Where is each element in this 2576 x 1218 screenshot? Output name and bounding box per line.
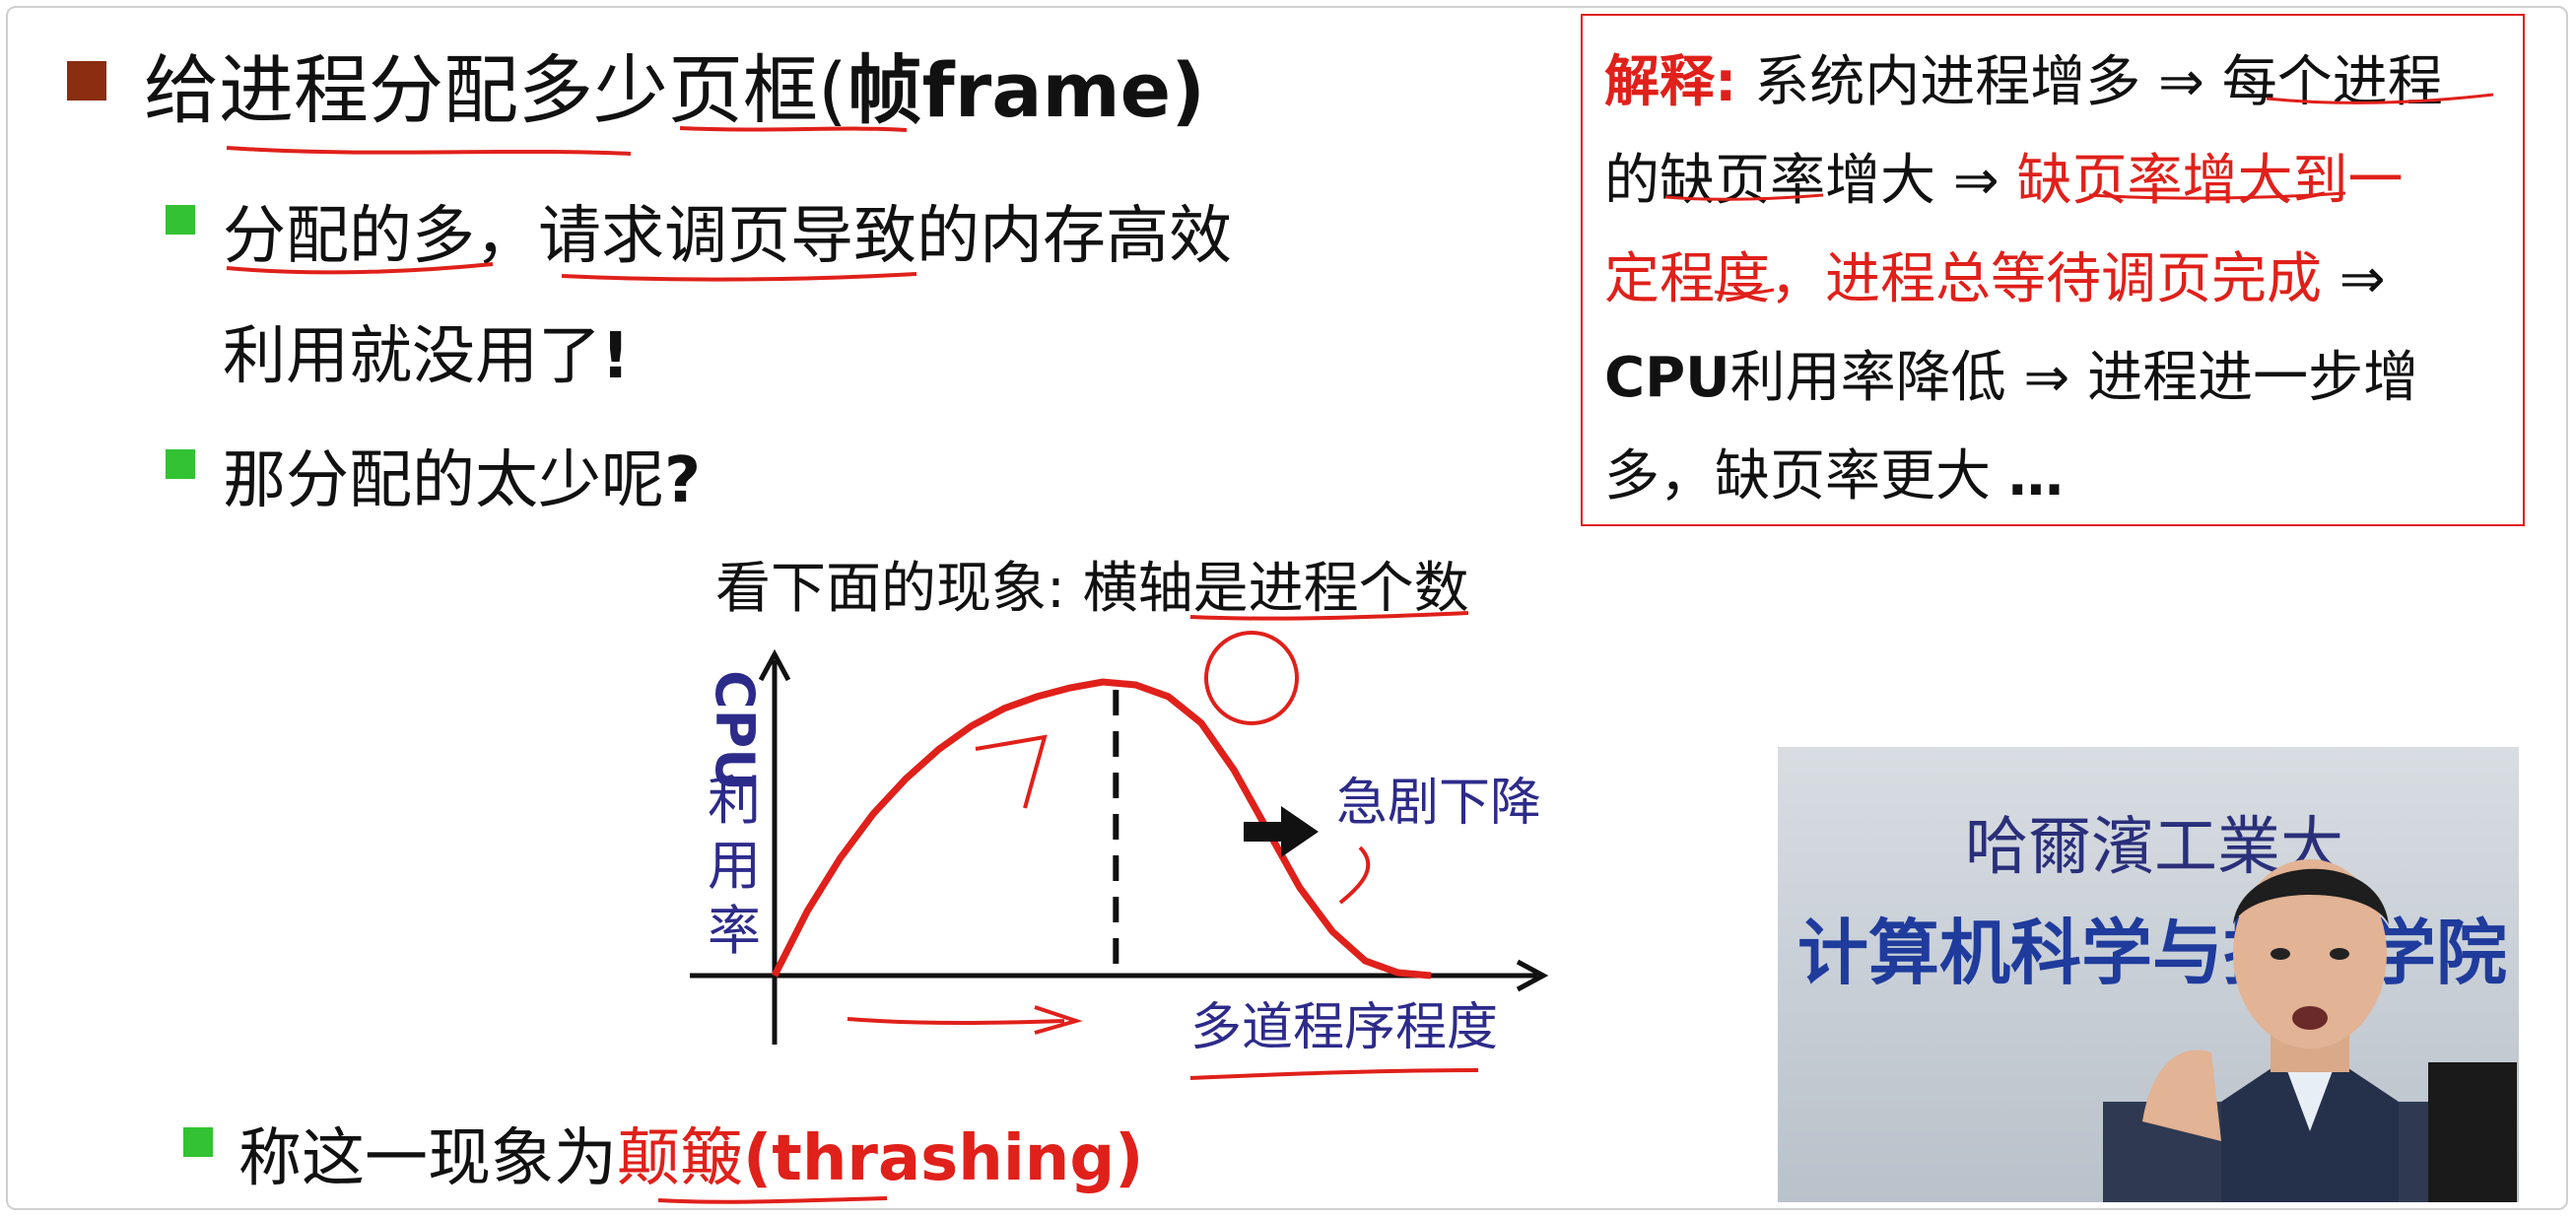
note-line-2: 的缺页率增大 ⇒ 缺页率增大到一: [1604, 149, 2404, 213]
pen-underline: [226, 262, 494, 275]
bullet-2: 那分配的太少呢?: [223, 444, 702, 517]
pen-underline: [561, 272, 917, 282]
pen-underline: [1189, 611, 1469, 621]
pen-underline: [226, 146, 632, 156]
bullet-1-line-1: 分配的多，请求调页导致的内存高效: [223, 200, 1232, 273]
bullet-1-line-2: 利用就没用了!: [223, 320, 631, 393]
pen-underline: [1714, 288, 1775, 296]
y-axis-label: CPU 利用率: [704, 670, 766, 962]
note-line-3: 定程度，进程总等待调页完成 ⇒: [1604, 247, 2386, 311]
bullet-icon: [183, 1127, 213, 1157]
pen-underline: [1189, 1068, 1479, 1080]
pen-arrow-stroke: [847, 1005, 1083, 1035]
note-line-4: CPU利用率降低 ⇒ 进程进一步增: [1604, 346, 2419, 410]
pen-underline: [1664, 193, 1824, 201]
lecturer-video-overlay: 哈爾濱工業大 计算机科学与技术学院: [1778, 747, 2519, 1202]
pen-underline: [2088, 191, 2346, 200]
slide-title: 给进程分配多少页框(帧frame): [144, 46, 1205, 134]
pen-underline: [679, 126, 908, 132]
bullet-icon: [166, 205, 195, 235]
pen-underline: [657, 1196, 888, 1204]
slide-frame: [6, 6, 2568, 1210]
video-sign-school: 计算机科学与技术学院: [1797, 912, 2508, 994]
y-axis-arrow: [758, 648, 791, 682]
cpu-utilization-curve: [771, 678, 1432, 980]
bullet-3: 称这一现象为颠簸(thrashing): [238, 1122, 1144, 1195]
bullet-icon: [166, 449, 195, 479]
title-bullet-icon: [67, 61, 106, 101]
lecturer-figure: [2103, 859, 2517, 1202]
arrow-head: [1281, 806, 1319, 857]
arrow-shaft: [1244, 822, 1285, 842]
x-axis-label: 多道程序程度: [1190, 998, 1499, 1057]
peak-circle-annotation: [1204, 631, 1299, 725]
chart-caption: 看下面的现象: 横轴是进程个数: [715, 557, 1469, 621]
sharp-drop-annotation: 急剧下降: [1336, 774, 1542, 833]
pen-arrow-stroke: [975, 734, 1048, 809]
pen-underline: [2266, 93, 2494, 104]
x-axis-arrow: [1516, 959, 1549, 992]
pen-arrow-stroke: [1338, 846, 1371, 905]
note-line-5: 多，缺页率更大 …: [1604, 444, 2064, 508]
